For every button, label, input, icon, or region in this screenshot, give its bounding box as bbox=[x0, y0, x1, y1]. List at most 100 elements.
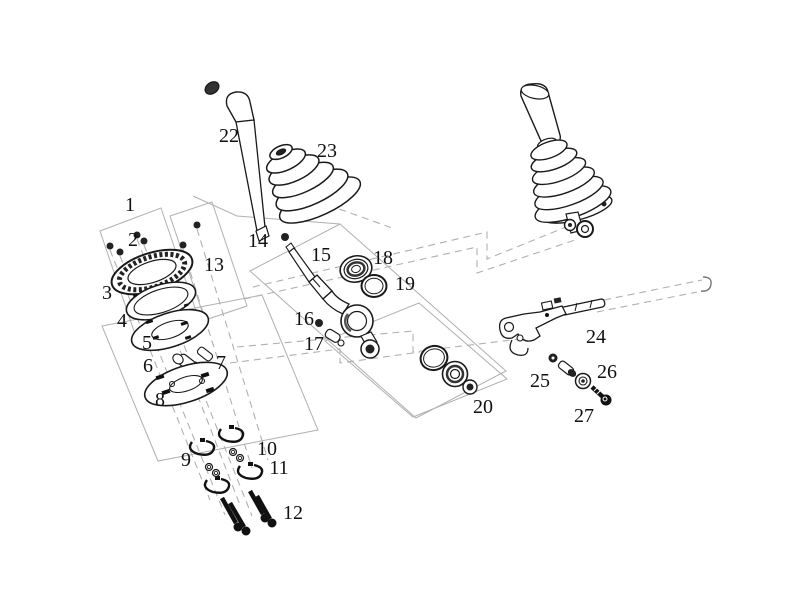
group-clamps bbox=[188, 425, 264, 494]
part-26-washer bbox=[574, 372, 592, 390]
part-9-clamp bbox=[188, 439, 216, 456]
part-label-26: 26 bbox=[597, 361, 617, 383]
joystick-ball-hole bbox=[580, 224, 590, 234]
part-label-22: 22 bbox=[219, 125, 239, 147]
bracket-hole bbox=[503, 321, 515, 333]
lever-bend bbox=[322, 290, 350, 315]
knob-head bbox=[225, 91, 255, 125]
screw bbox=[106, 242, 114, 250]
cam-notch bbox=[205, 386, 215, 394]
clamp-tab bbox=[215, 476, 220, 480]
part-label-8: 8 bbox=[155, 389, 165, 411]
part-label-12: 12 bbox=[283, 502, 303, 524]
socket-shade bbox=[343, 313, 352, 333]
part-label-9: 9 bbox=[181, 449, 191, 471]
group-boxes bbox=[99, 195, 508, 462]
part-label-2: 2 bbox=[128, 229, 138, 251]
part-label-25: 25 bbox=[530, 370, 550, 392]
part-label-7: 7 bbox=[216, 352, 226, 374]
axis-line bbox=[196, 228, 269, 461]
clamp-tab bbox=[229, 425, 234, 429]
group-box-main bbox=[249, 223, 507, 419]
bushing-ring bbox=[337, 339, 345, 347]
mid-stepped-guide-2 bbox=[229, 348, 421, 364]
bracket-rivet bbox=[545, 313, 549, 317]
part-label-5: 5 bbox=[142, 332, 152, 354]
mid-stepped-guide bbox=[236, 330, 529, 353]
clamp-tab bbox=[200, 438, 205, 442]
part-18-bearing bbox=[339, 254, 373, 284]
plate-slot bbox=[152, 335, 160, 340]
screw bbox=[140, 237, 148, 245]
rod-seam bbox=[589, 299, 593, 309]
part-label-20: 20 bbox=[473, 396, 493, 418]
part-label-16: 16 bbox=[294, 308, 314, 330]
group-box-13 bbox=[169, 201, 248, 321]
plate-slot bbox=[184, 335, 192, 340]
part-24-cable-bracket bbox=[498, 297, 606, 356]
part-label-15: 15 bbox=[311, 244, 331, 266]
rod-seam bbox=[574, 302, 578, 312]
joystick-handle-top bbox=[520, 84, 550, 100]
part-label-3: 3 bbox=[102, 282, 112, 304]
bracket-pin bbox=[553, 297, 562, 304]
part-22-knob bbox=[204, 81, 270, 242]
part-25-pin-set bbox=[548, 353, 577, 377]
part-label-24: 24 bbox=[586, 326, 606, 348]
part-label-1: 1 bbox=[125, 194, 135, 216]
axis-line bbox=[182, 248, 253, 469]
screw bbox=[179, 241, 187, 249]
group-part-labels: 1 2 3 4 5 6 7 8 9 10 11 12 13 14 15 16 1… bbox=[102, 125, 617, 524]
lever-joint-line bbox=[312, 278, 321, 288]
cam-notch bbox=[200, 371, 210, 379]
part-label-14: 14 bbox=[248, 230, 268, 252]
part-8-cam-plate bbox=[143, 361, 229, 407]
part-27-bolt bbox=[590, 385, 612, 406]
cam-notch bbox=[155, 373, 165, 381]
part-10-clamp bbox=[217, 426, 245, 443]
bracket-body bbox=[498, 305, 567, 342]
knob-tip bbox=[255, 225, 270, 242]
group-box-lower-stack bbox=[101, 294, 319, 462]
part-label-23: 23 bbox=[317, 140, 337, 162]
part-2-screws bbox=[106, 231, 148, 256]
knob-cap bbox=[204, 81, 220, 95]
part-12-bolts bbox=[220, 489, 277, 536]
part-label-4: 4 bbox=[117, 310, 127, 332]
clamp-tab bbox=[248, 462, 253, 466]
screw bbox=[133, 231, 141, 239]
cam-notch bbox=[161, 388, 171, 396]
part-11-clamp bbox=[236, 463, 264, 480]
part-label-19: 19 bbox=[395, 273, 415, 295]
part-5-slotted-plate bbox=[130, 308, 210, 352]
part-20-seal-set bbox=[419, 344, 478, 395]
part-label-18: 18 bbox=[373, 247, 393, 269]
part-23-boot bbox=[265, 143, 362, 224]
part-label-17: 17 bbox=[304, 333, 324, 355]
screw bbox=[116, 248, 124, 256]
screw bbox=[193, 221, 201, 229]
part-14-nut bbox=[281, 233, 289, 241]
joystick-link-ring-hole bbox=[568, 223, 572, 227]
part-label-11: 11 bbox=[269, 457, 288, 479]
bracket-block bbox=[540, 300, 554, 311]
bracket-hole bbox=[516, 334, 524, 342]
cable-rod bbox=[560, 298, 606, 316]
plate-slot bbox=[180, 320, 189, 326]
boot-top-hole bbox=[275, 148, 287, 156]
plate-slot bbox=[145, 319, 154, 325]
group-stack-nuts bbox=[204, 447, 245, 478]
lever-socket-hole bbox=[346, 310, 368, 332]
part-label-13: 13 bbox=[204, 254, 224, 276]
pin-end bbox=[172, 353, 184, 365]
cable-guide-upper bbox=[603, 279, 703, 301]
ring-nub bbox=[132, 293, 138, 298]
pin-small bbox=[196, 346, 214, 362]
part-16-nut bbox=[315, 319, 323, 327]
part-label-27: 27 bbox=[574, 405, 594, 427]
guide-end-bracket bbox=[700, 276, 712, 292]
clamp bbox=[203, 477, 231, 494]
part-19-ring bbox=[360, 274, 388, 298]
stepped-guide-lower bbox=[243, 239, 576, 300]
